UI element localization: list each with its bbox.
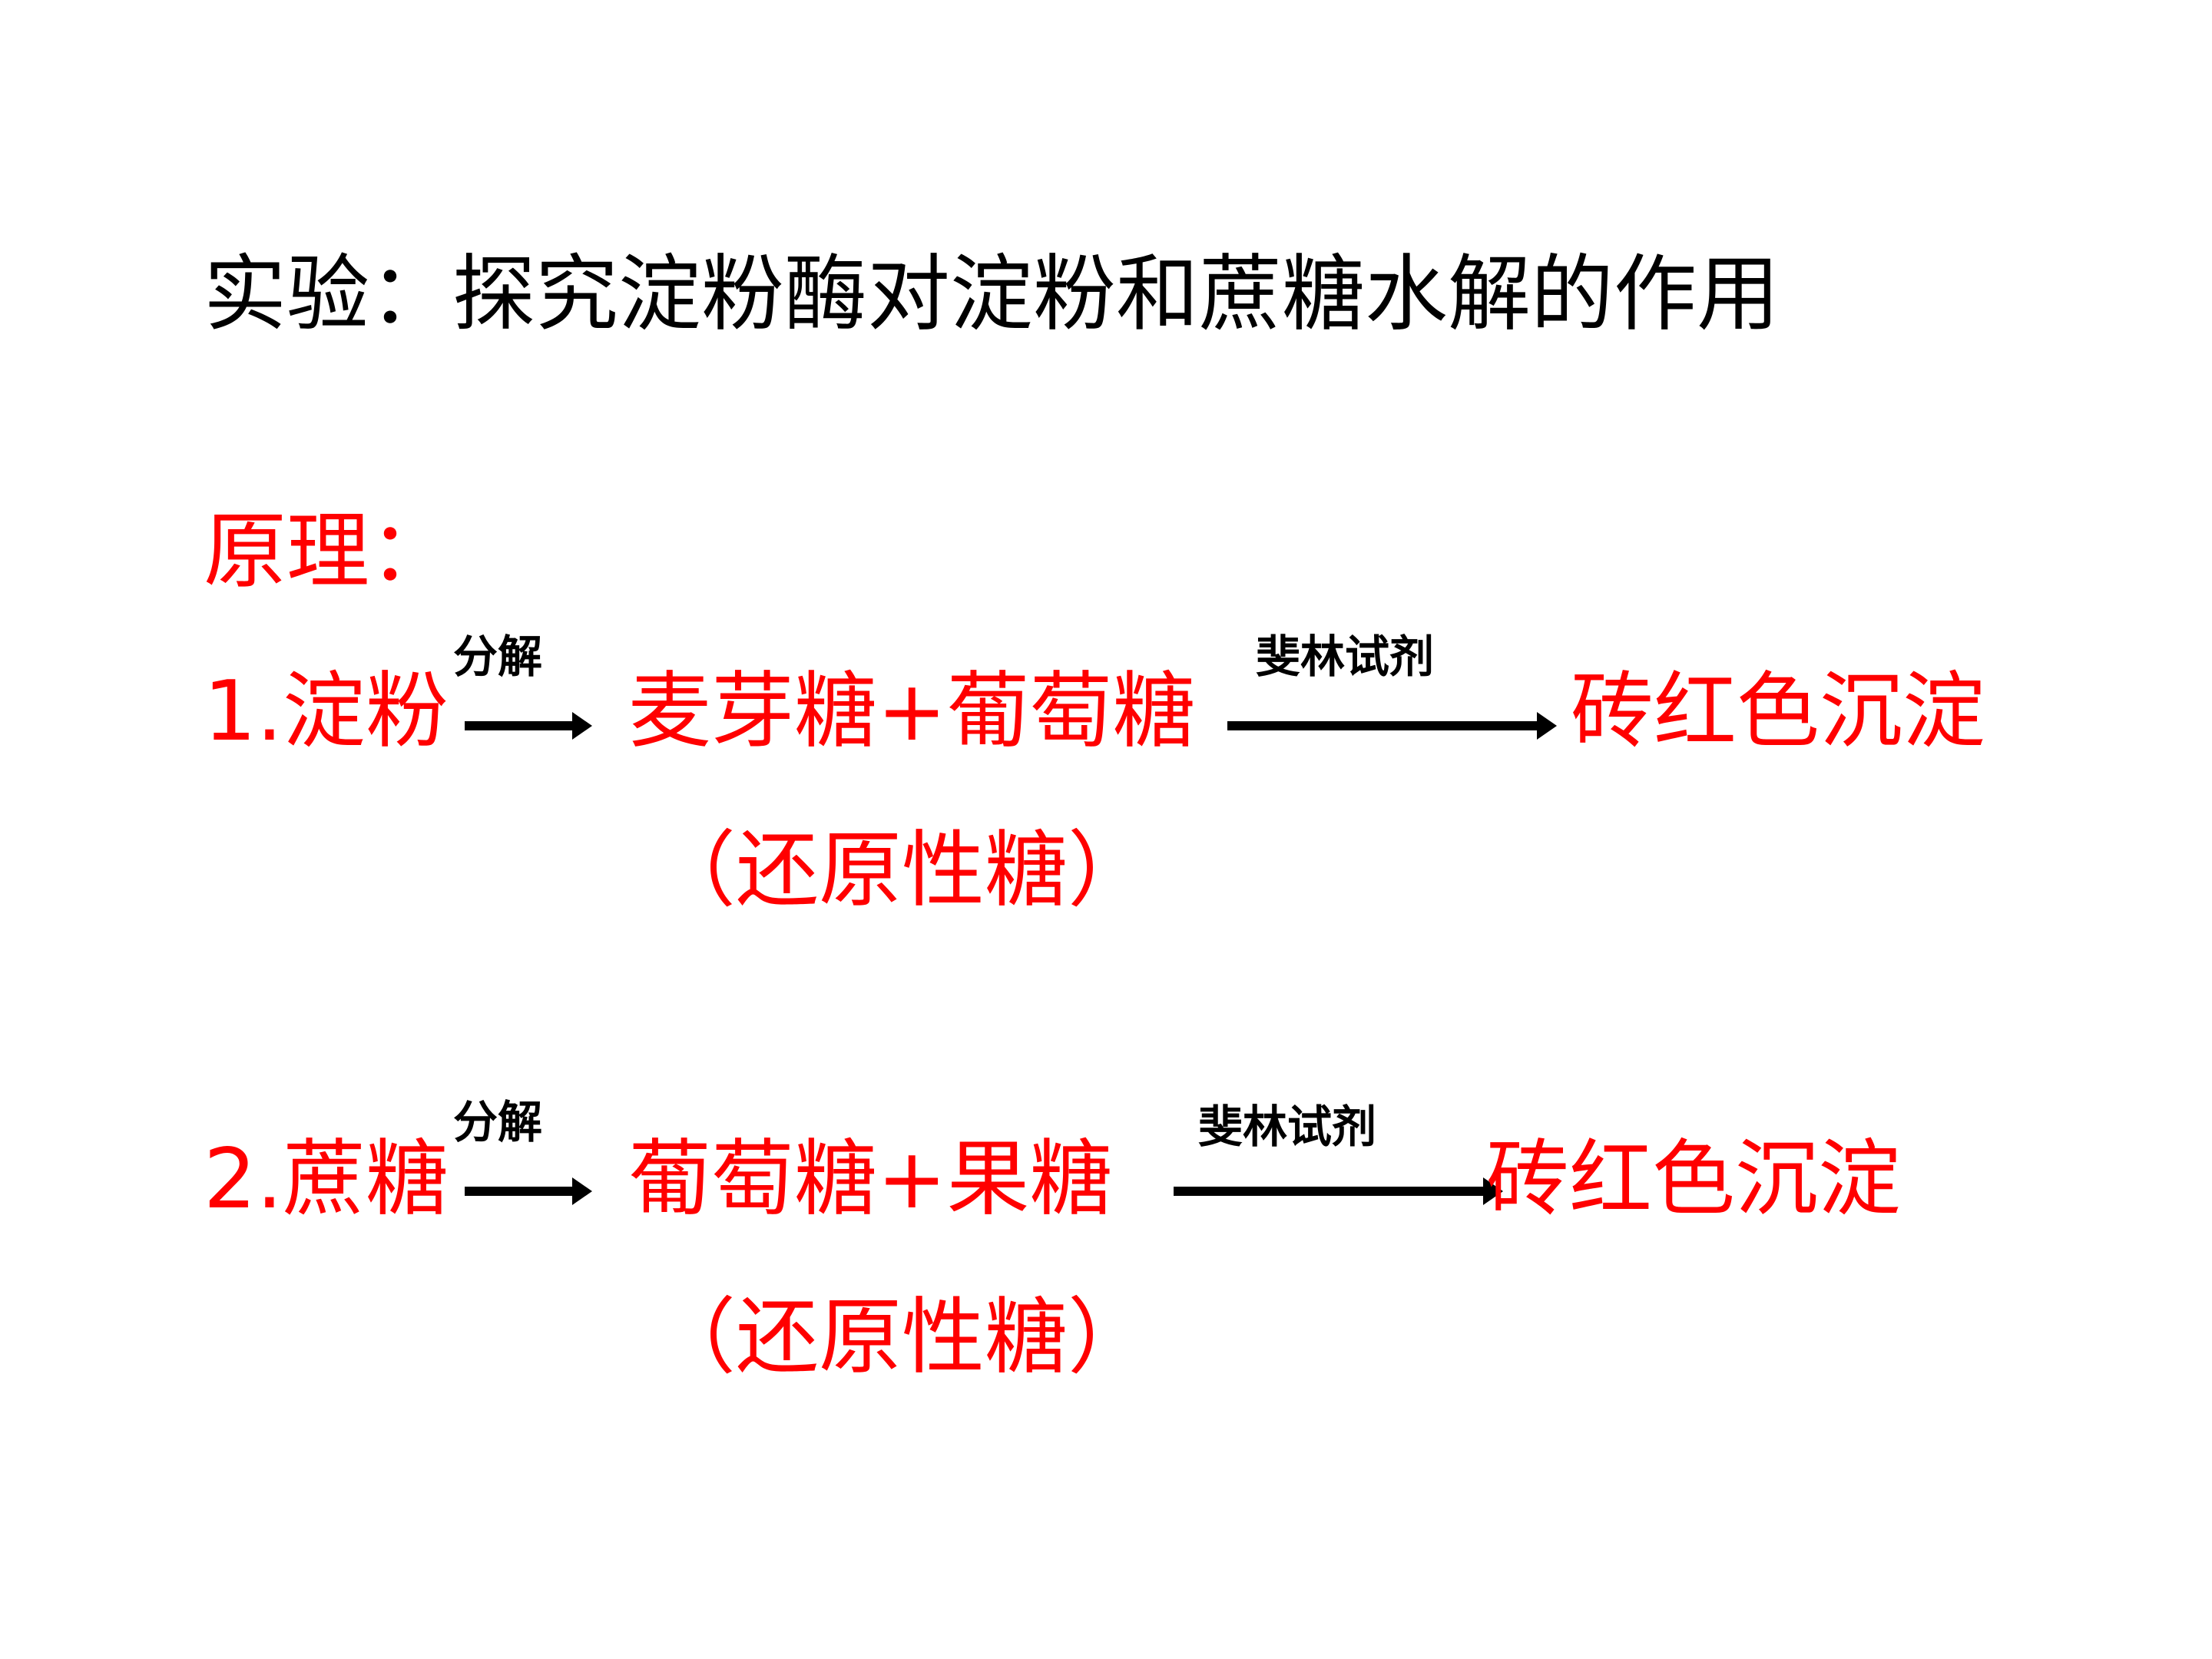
reaction1-reactant: 1.淀粉 — [204, 664, 449, 760]
reaction1-product: 麦芽糖+葡萄糖 — [628, 664, 1196, 760]
reaction2-arrow2 — [1174, 1177, 1503, 1205]
reaction1-arrow2 — [1227, 712, 1557, 740]
reaction2-note: （还原性糖） — [653, 1290, 1151, 1386]
principle-label: 原理： — [204, 504, 453, 600]
reaction2-result: 砖红色沉淀 — [1486, 1131, 1902, 1227]
reaction1-result: 砖红色沉淀 — [1571, 664, 1986, 760]
reaction2-product: 葡萄糖+果糖 — [628, 1131, 1113, 1227]
reaction1-note: （还原性糖） — [653, 823, 1151, 919]
reaction2-step2-label: 斐林试剂 — [1198, 1101, 1377, 1153]
reaction1-step1-label: 分解 — [453, 631, 543, 683]
reaction1-arrow1 — [465, 712, 592, 740]
reaction2-reactant: 2.蔗糖 — [204, 1131, 449, 1227]
reaction1-step2-label: 斐林试剂 — [1256, 631, 1435, 683]
reaction2-step1-label: 分解 — [453, 1096, 543, 1148]
reaction2-arrow1 — [465, 1177, 592, 1205]
slide-title: 实验：探究淀粉酶对淀粉和蔗糖水解的作用 — [204, 247, 1780, 343]
